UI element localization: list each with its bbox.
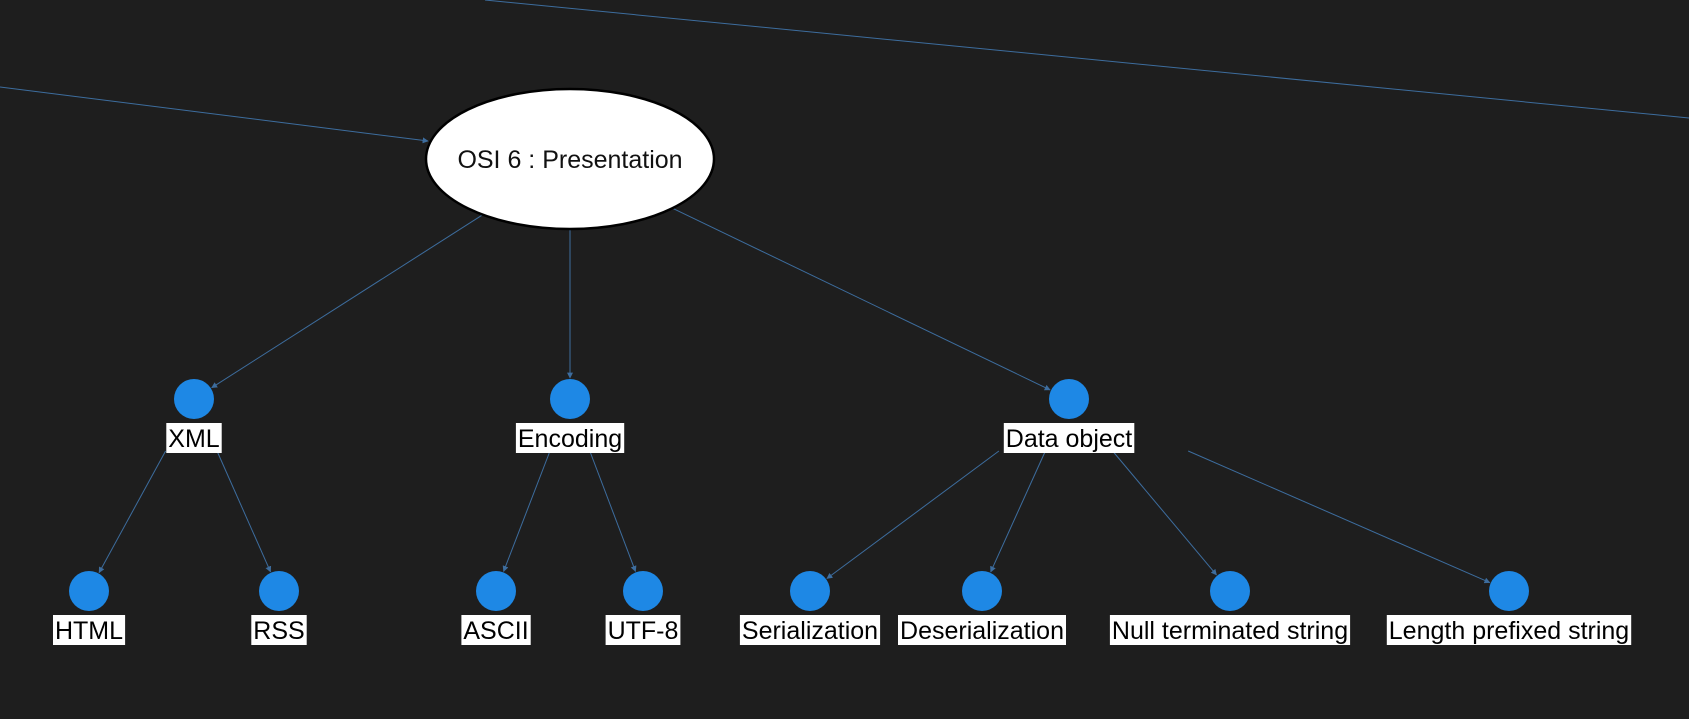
offscreen-edges [0,0,1689,144]
node-length-prefixed-string[interactable]: Length prefixed string [1386,571,1632,645]
node-circle [259,571,299,611]
node-serialization[interactable]: Serialization [739,571,881,645]
node-label-background [461,615,531,645]
root-node[interactable]: OSI 6 : Presentation [424,87,716,231]
edge-data-object-to-deserialization [990,450,1046,573]
incoming-edge [0,86,429,144]
node-circle [174,379,214,419]
node-label: Serialization [742,617,878,645]
node-label-background [1386,615,1632,645]
node-xml[interactable]: XML [166,379,222,453]
node-label-background [251,615,307,645]
root-label: OSI 6 : Presentation [457,146,682,174]
node-label: UTF-8 [608,617,679,645]
node-deserialization[interactable]: Deserialization [898,571,1066,645]
node-label-background [739,615,881,645]
node-circle [1049,379,1089,419]
node-label: Data object [1006,425,1133,453]
node-label: ASCII [463,617,528,645]
node-circle [623,571,663,611]
node-label-background [515,423,625,453]
node-utf8[interactable]: UTF-8 [605,571,681,645]
node-null-terminated-string[interactable]: Null terminated string [1109,571,1351,645]
node-label: HTML [55,617,123,645]
node-circle [69,571,109,611]
node-rss[interactable]: RSS [251,571,307,645]
node-label: Length prefixed string [1389,617,1629,645]
node-label-background [898,615,1066,645]
edge-xml-to-html [98,450,167,574]
edge-data-object-to-null-terminated-string [1112,450,1217,576]
node-label-background [53,615,126,645]
node-label: Encoding [518,425,622,453]
edge-encoding-to-utf8 [589,450,637,572]
edge-osi6-to-xml [211,214,484,389]
node-label: Deserialization [900,617,1064,645]
node-circle [476,571,516,611]
root-ellipse [424,87,716,231]
passing-edge [484,0,1689,119]
node-label-background [166,423,222,453]
edge-data-object-to-length-prefixed-string [1187,450,1491,584]
node-encoding[interactable]: Encoding [515,379,625,453]
node-label-background [1109,615,1351,645]
node-ascii[interactable]: ASCII [461,571,531,645]
node-label: RSS [253,617,304,645]
node-circle [1210,571,1250,611]
node-circle [962,571,1002,611]
node-html[interactable]: HTML [53,571,126,645]
edge-layer [98,207,1491,584]
node-circle [790,571,830,611]
node-circle [550,379,590,419]
edge-osi6-to-data-object [672,207,1051,391]
node-label-background [605,615,681,645]
node-data-object[interactable]: Data object [1003,379,1135,453]
node-label-background [1003,423,1135,453]
edge-data-object-to-serialization [826,450,1000,579]
node-circle [1489,571,1529,611]
node-label: XML [168,425,220,453]
edge-encoding-to-ascii [502,450,551,572]
node-label: Null terminated string [1112,617,1348,645]
edge-xml-to-rss [216,450,272,573]
